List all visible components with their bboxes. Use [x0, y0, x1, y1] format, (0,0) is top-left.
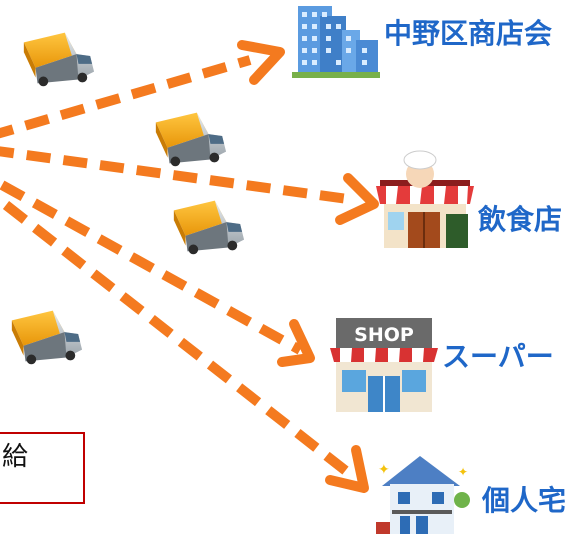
arrow-to-restaurant: [0, 146, 356, 205]
destination-label-supermarket: スーパー: [442, 340, 554, 373]
delivery-truck-icon: [23, 32, 95, 87]
arrow-to-shotengai: [0, 55, 252, 139]
destination-label-shotengai: 中野区商店会: [384, 17, 553, 50]
svg-text:✦: ✦: [458, 465, 468, 479]
shop-sign-text: SHOP: [354, 324, 414, 346]
supply-text-box: [0, 432, 85, 504]
arrowhead-restaurant: [335, 173, 379, 225]
office-building-icon: [292, 6, 380, 78]
restaurant-icon: [376, 150, 474, 248]
house-icon: ✦ ✦: [376, 456, 470, 534]
destination-label-house: 個人宅: [482, 484, 567, 517]
destination-label-restaurant: 飲食店: [478, 203, 563, 236]
svg-text:✦: ✦: [378, 462, 390, 478]
arrowhead-shotengai: [237, 40, 285, 85]
arrowhead-house: [325, 445, 369, 493]
arrowhead-supermarket: [277, 319, 315, 367]
delivery-truck-icon: [155, 112, 227, 167]
delivery-truck-icon: [173, 200, 245, 255]
supermarket-shop-icon: SHOP: [330, 318, 438, 412]
supply-text: 給: [2, 442, 29, 472]
delivery-truck-icon: [11, 310, 83, 365]
arrow-to-supermarket: [0, 180, 303, 355]
